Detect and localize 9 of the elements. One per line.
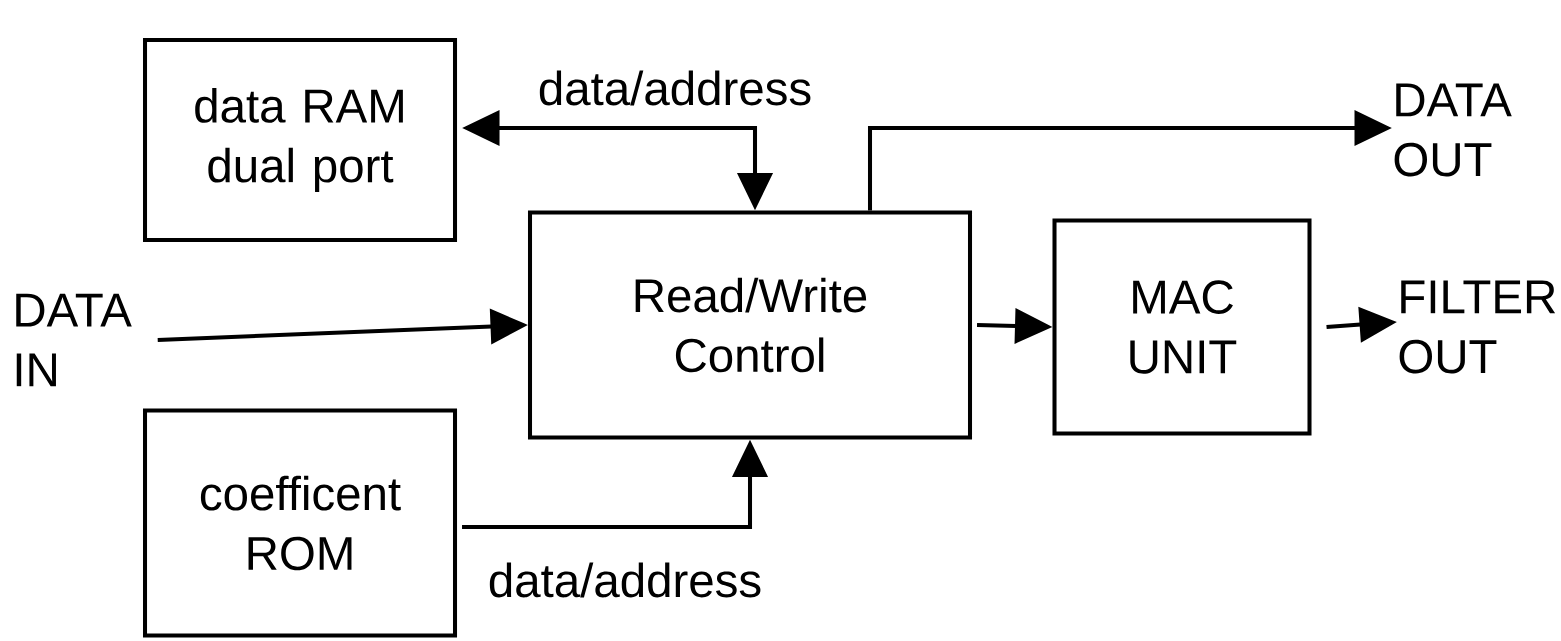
block-box: MAC UNIT — [1052, 218, 1312, 436]
block-box: data RAM dual port — [143, 37, 458, 242]
signal-label: DATA IN — [16, 293, 132, 387]
block-box: coefficent ROM — [143, 408, 458, 638]
signal-label: FILTER OUT — [1399, 280, 1556, 374]
block-box: Read/Write Control — [528, 210, 973, 440]
signal-label: DATA OUT — [1394, 83, 1512, 177]
edge-label: data/address — [536, 68, 814, 108]
edge-label: data/address — [486, 560, 764, 600]
